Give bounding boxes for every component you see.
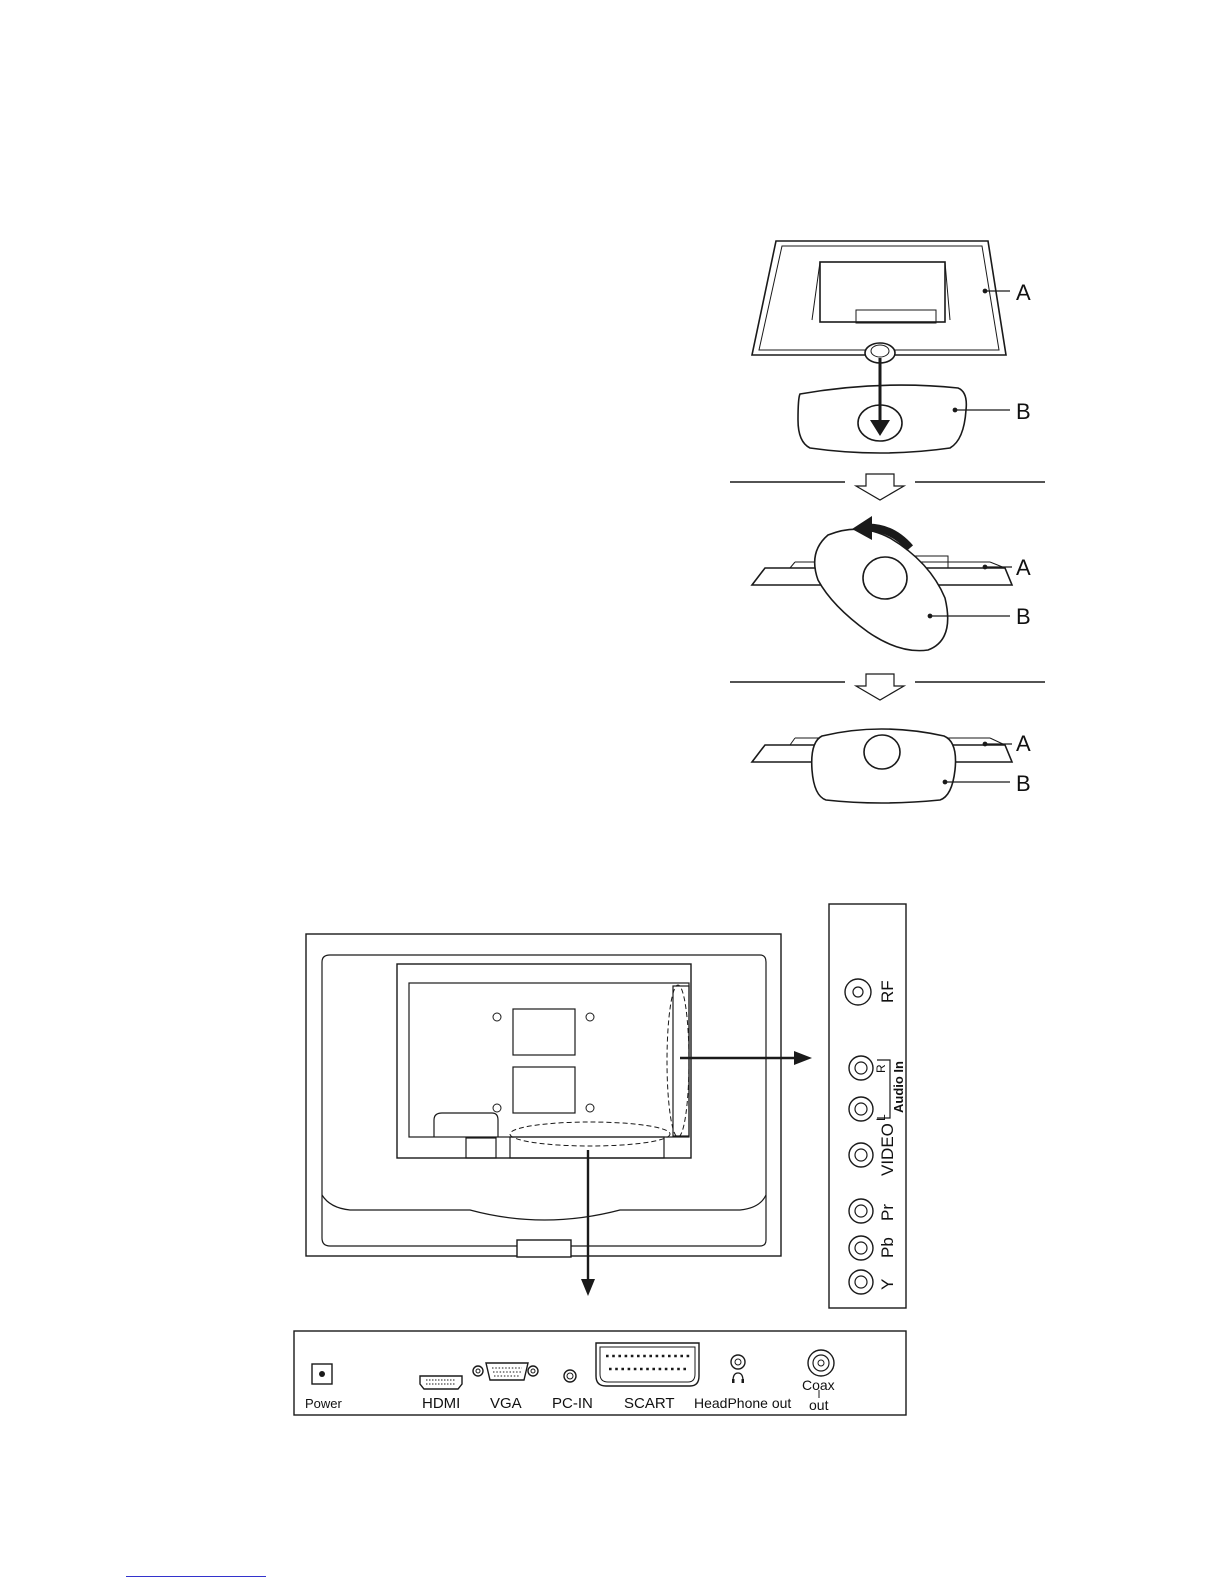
rf-label: RF	[878, 980, 897, 1003]
label-b: B	[1016, 604, 1031, 629]
stand-step-3: A B	[752, 729, 1031, 803]
label-a: A	[1016, 555, 1031, 580]
footer-rule	[126, 1576, 266, 1577]
pc-in-label: PC-IN	[552, 1395, 593, 1412]
audio-r-label: R	[874, 1064, 888, 1073]
coax-label-line1: Coax	[802, 1377, 835, 1393]
scart-label: SCART	[624, 1395, 675, 1412]
audio-l-jack	[849, 1097, 873, 1121]
label-a: A	[1016, 280, 1031, 305]
power-label: Power	[305, 1396, 343, 1411]
down-arrow-icon	[856, 674, 904, 700]
hdmi-port	[420, 1376, 462, 1389]
vga-label: VGA	[490, 1395, 522, 1412]
y-label: Y	[878, 1279, 897, 1290]
label-b: B	[1016, 771, 1031, 796]
arrow-down-icon	[581, 1279, 595, 1296]
bottom-connector-panel: Power HDMI VGA PC-IN SCART HeadPhone out…	[294, 1331, 906, 1415]
audio-l-label: L	[874, 1114, 888, 1121]
down-arrow-icon	[856, 474, 904, 500]
video-label: VIDEO	[878, 1123, 897, 1176]
label-a: A	[1016, 731, 1031, 756]
pb-jack	[849, 1236, 873, 1260]
tv-rear-view	[306, 934, 812, 1296]
pb-label: Pb	[878, 1237, 897, 1258]
headphone-jack	[731, 1355, 745, 1369]
coax-label-line2: out	[809, 1397, 829, 1413]
coax-jack	[808, 1350, 834, 1376]
arrow-right-icon	[794, 1051, 812, 1065]
pr-jack	[849, 1199, 873, 1223]
scart-port	[596, 1343, 699, 1386]
label-b: B	[1016, 399, 1031, 424]
y-jack	[849, 1270, 873, 1294]
audio-in-label: Audio In	[891, 1061, 906, 1113]
headphone-out-label: HeadPhone out	[694, 1395, 791, 1411]
hdmi-label: HDMI	[422, 1395, 460, 1412]
step-divider	[730, 674, 1045, 700]
pc-in-jack	[564, 1370, 576, 1382]
step-divider	[730, 474, 1045, 500]
rf-jack	[845, 979, 871, 1005]
side-connector-panel: RF R L Audio In VIDEO Pr Pb Y	[829, 904, 906, 1308]
audio-r-jack	[849, 1056, 873, 1080]
video-jack	[849, 1143, 873, 1167]
stand-step-1: A B	[752, 241, 1031, 453]
pr-label: Pr	[878, 1204, 897, 1221]
stand-step-2: A B	[752, 516, 1031, 651]
